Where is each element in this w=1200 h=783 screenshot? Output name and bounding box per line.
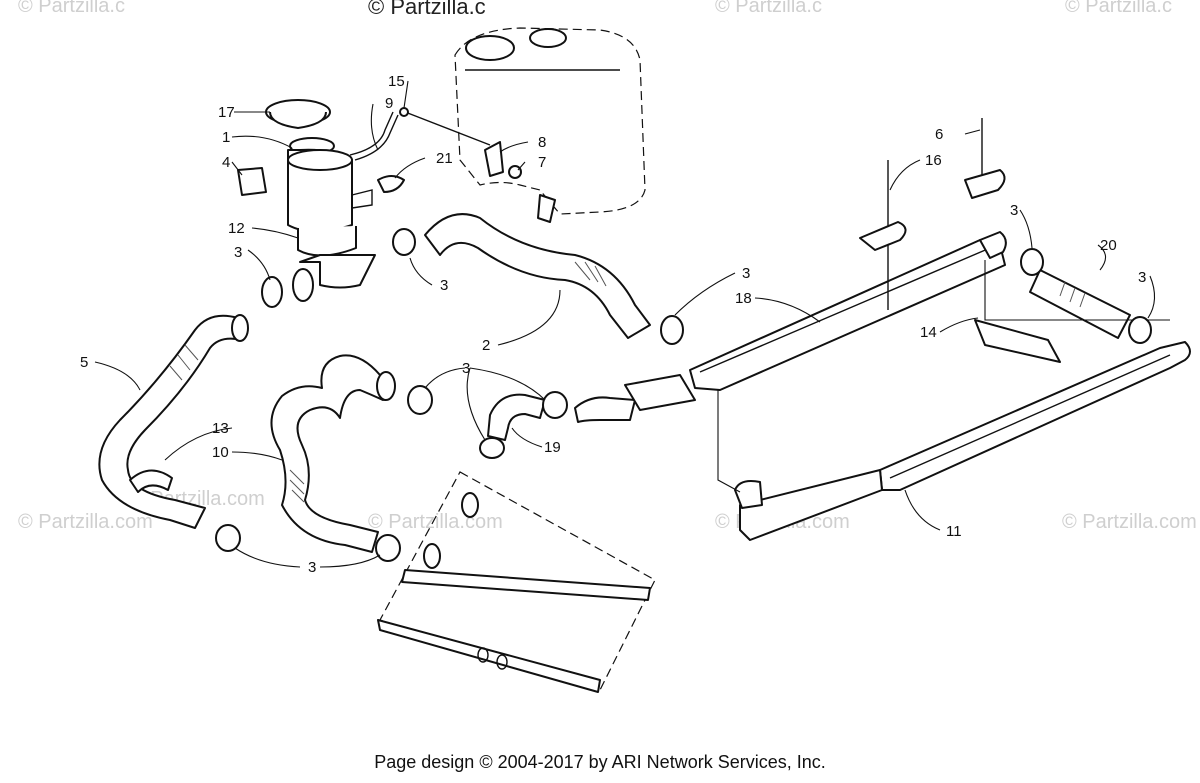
callout-14: 14 <box>920 324 937 341</box>
right-rail-11 <box>879 341 1191 491</box>
nut-7 <box>508 165 522 179</box>
bracket-8 <box>484 141 504 177</box>
callout-19: 19 <box>544 439 561 456</box>
callout-2: 2 <box>482 337 490 354</box>
heat-exchanger-frame <box>624 231 1191 541</box>
callout-3-e: 3 <box>742 265 750 282</box>
decal <box>237 167 267 196</box>
callout-6: 6 <box>935 126 943 143</box>
callout-21: 21 <box>436 150 453 167</box>
callout-16: 16 <box>925 152 942 169</box>
hose-clamps <box>129 228 1152 562</box>
callout-8: 8 <box>538 134 546 151</box>
callout-3-c: 3 <box>1010 202 1018 219</box>
watermark-mid-left: © Partzilla.com <box>18 511 153 533</box>
watermark-mid-center-left: © Partzilla.com <box>368 511 503 533</box>
callout-3-g: 3 <box>308 559 316 576</box>
callout-17: 17 <box>218 104 235 121</box>
watermark-group: © Partzilla.c © Partzilla.c © Partzilla.… <box>18 0 1197 533</box>
plate-6 <box>964 169 1006 199</box>
callout-3-b: 3 <box>440 277 448 294</box>
clamp-21 <box>377 175 405 193</box>
callout-11: 11 <box>946 523 962 540</box>
callout-9: 9 <box>385 95 393 112</box>
coolant-tank <box>454 27 646 223</box>
heat-shield-14 <box>974 319 1061 363</box>
radiator-panel <box>377 471 656 693</box>
watermark-top-right-1: © Partzilla.c <box>715 0 822 17</box>
callout-13: 13 <box>212 420 229 437</box>
callout-1: 1 <box>222 129 230 146</box>
right-hose <box>1029 269 1131 339</box>
watermark-top-left: © Partzilla.c <box>18 0 125 17</box>
plate-16 <box>859 221 907 251</box>
callout-labels: 17 1 4 12 3 15 9 8 7 21 3 6 16 3 20 3 3 … <box>80 73 1146 576</box>
mount-bolt <box>399 109 491 146</box>
callout-3-f: 3 <box>462 360 470 377</box>
leader-lines <box>94 80 1156 568</box>
clip-13 <box>129 469 173 493</box>
callout-3-d: 3 <box>1138 269 1146 286</box>
watermark-mid-right: © Partzilla.com <box>1062 511 1197 533</box>
elbow-hose <box>487 393 546 441</box>
callout-10: 10 <box>212 444 229 461</box>
callout-15: 15 <box>388 73 405 90</box>
watermark-top-right-2: © Partzilla.c <box>1065 0 1172 17</box>
watermark-top-center: © Partzilla.c <box>368 0 486 19</box>
callout-4: 4 <box>222 154 230 171</box>
lower-left-hose <box>98 314 243 529</box>
middle-hose <box>270 354 384 553</box>
callout-20: 20 <box>1100 237 1117 254</box>
callout-3-a: 3 <box>234 244 242 261</box>
upper-hose <box>424 213 651 339</box>
callout-7: 7 <box>538 154 546 171</box>
callout-18: 18 <box>735 290 752 307</box>
callout-5: 5 <box>80 354 88 371</box>
callout-12: 12 <box>228 220 245 237</box>
filler-neck-assembly <box>265 99 376 302</box>
page-footer: Page design © 2004-2017 by ARI Network S… <box>374 752 826 772</box>
